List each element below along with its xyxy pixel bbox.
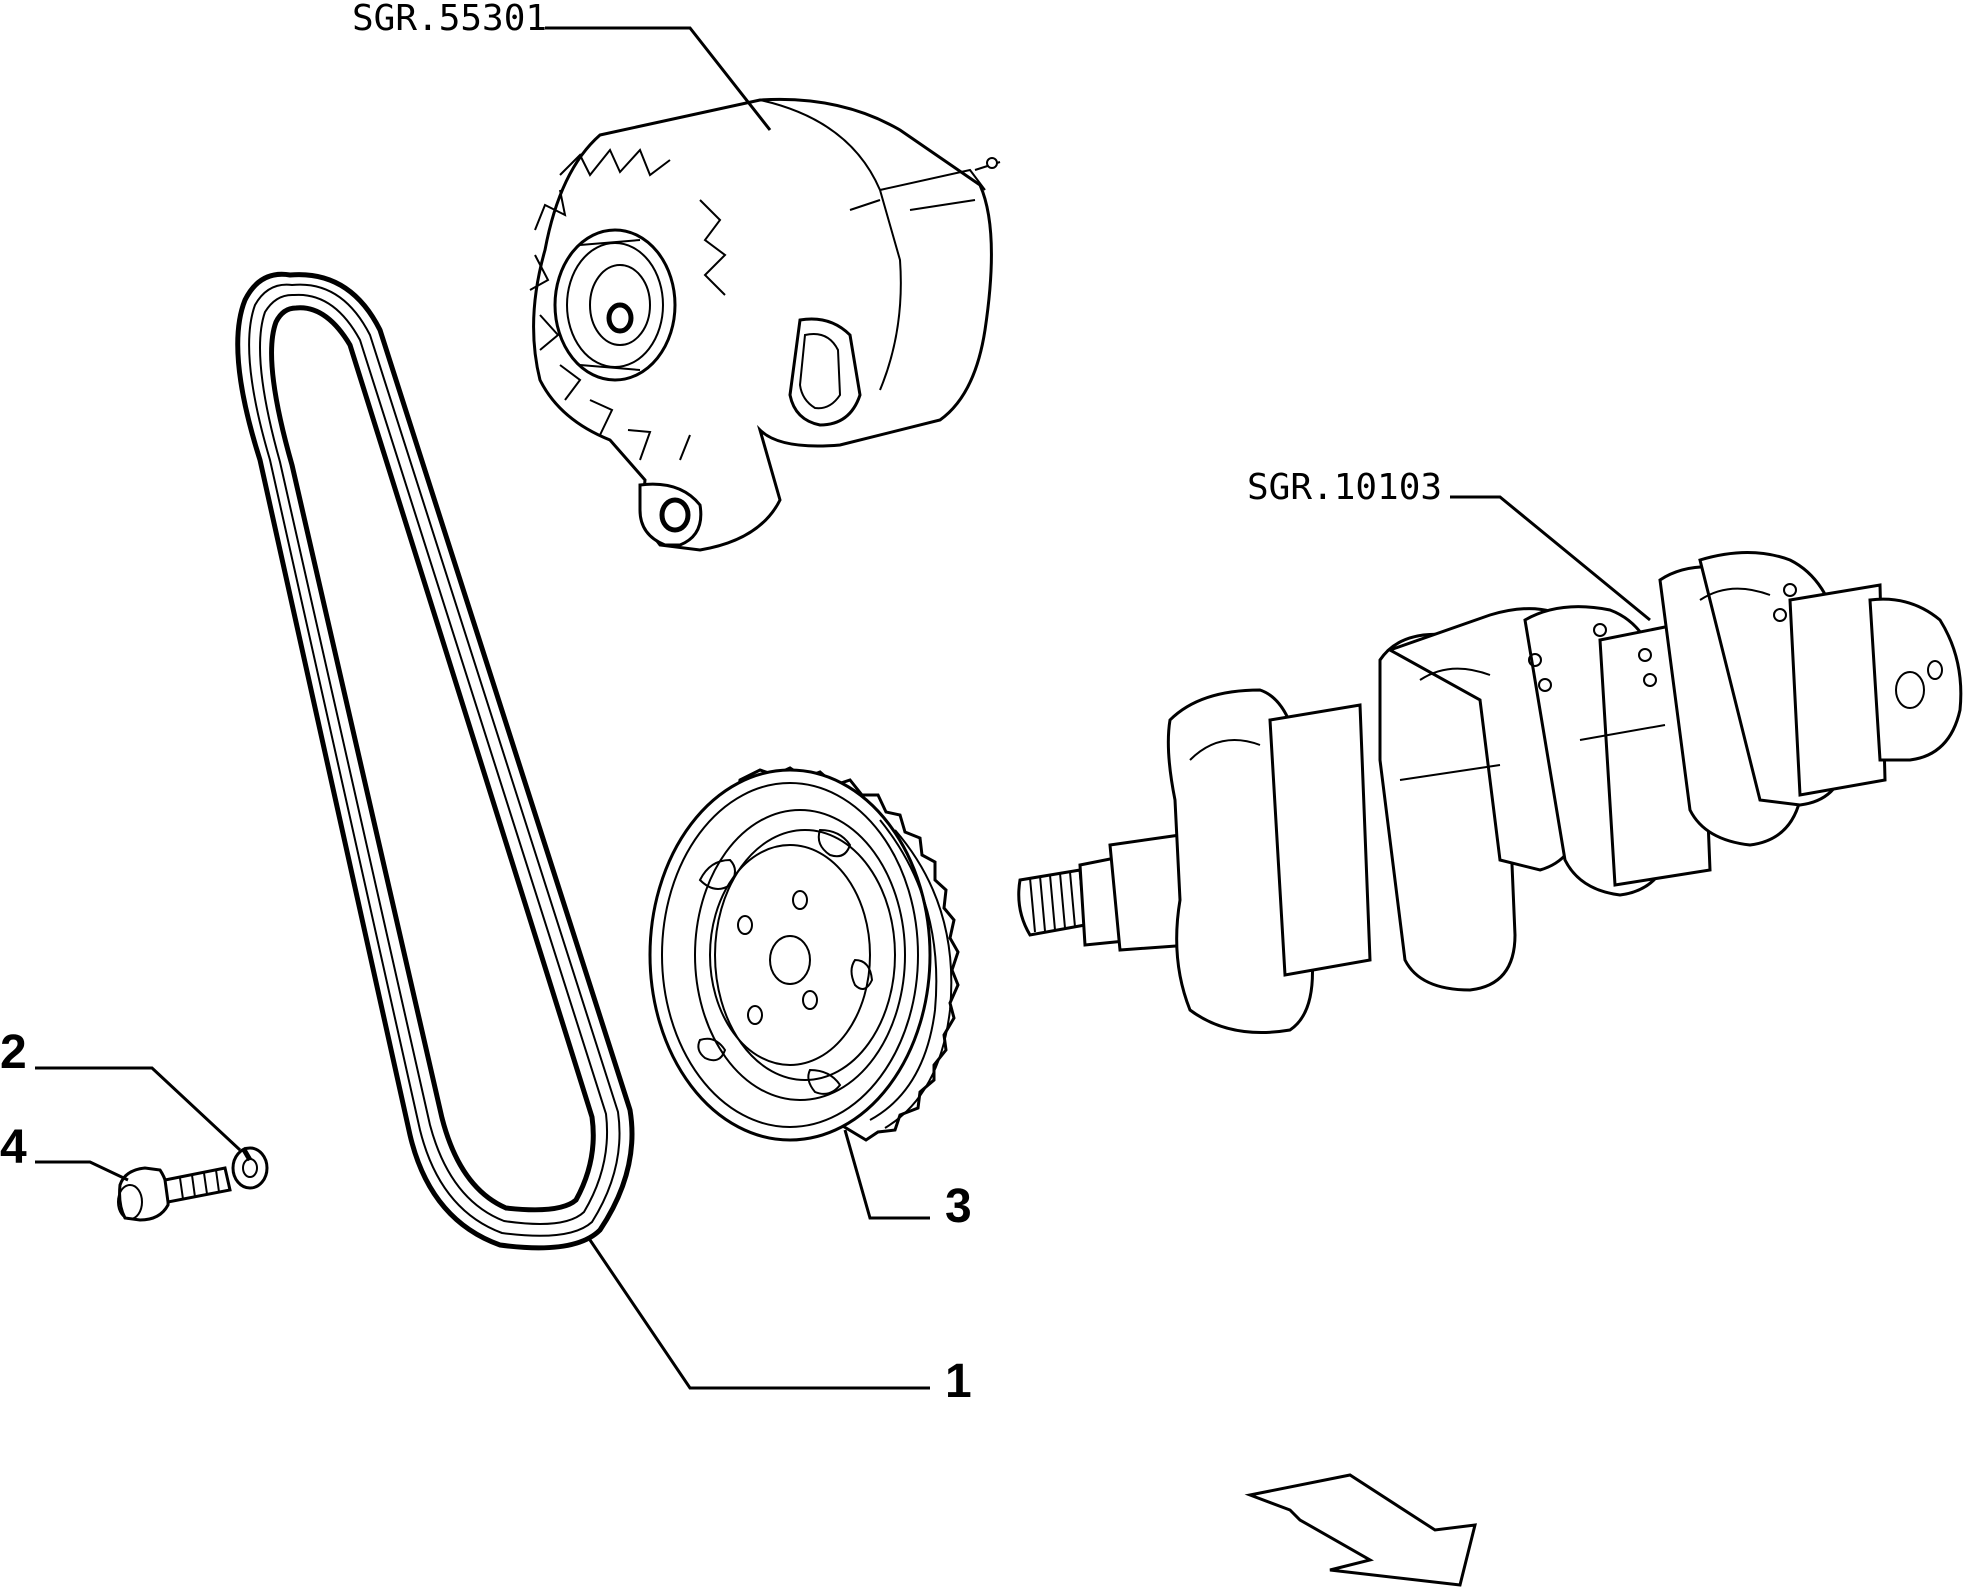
crankshaft-reference-label: SGR.10103 [1247, 467, 1442, 508]
crank-pulley-drawing [648, 766, 960, 1142]
crankshaft-drawing [1017, 551, 1963, 1034]
callout-3-label: 3 [945, 1180, 972, 1233]
leader-line-belt [588, 1239, 930, 1390]
direction-arrow-icon [1244, 1473, 1477, 1587]
alternator-drawing [529, 97, 1001, 552]
leader-line-pulley [843, 1129, 930, 1220]
leader-line-alternator [545, 26, 772, 131]
alternator-reference-label: SGR.55301 [352, 0, 547, 39]
callout-2-label: 2 [0, 1026, 27, 1079]
leader-line-washer [35, 1066, 242, 1152]
bolt-drawing [117, 1166, 232, 1222]
washer-drawing [231, 1146, 269, 1190]
leader-line-crankshaft [1450, 495, 1651, 622]
callout-1-label: 1 [945, 1355, 972, 1408]
leader-line-bolt [35, 1160, 129, 1182]
callout-4-label: 4 [0, 1121, 27, 1174]
belt-drawing [235, 271, 635, 1251]
